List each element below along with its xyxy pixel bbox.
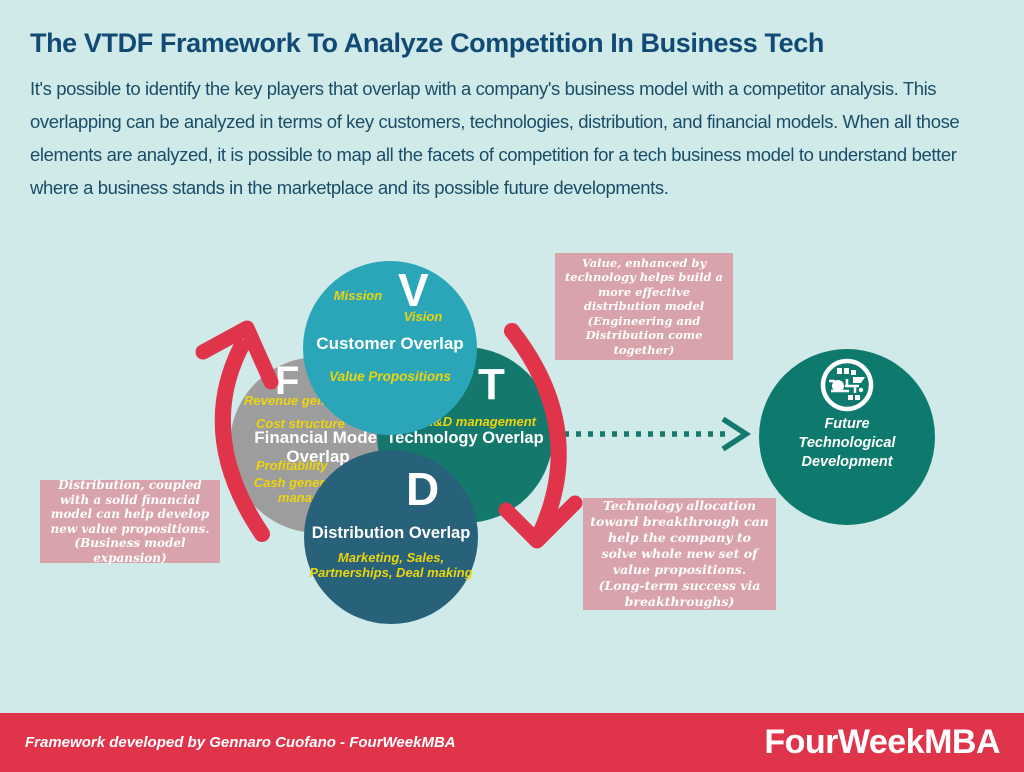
- label-vision: Vision: [403, 309, 443, 324]
- letter-t: T: [478, 360, 505, 409]
- label-profitability: Profitability: [256, 458, 328, 473]
- note-technology-breakthrough: Technology allocation toward breakthroug…: [583, 498, 776, 610]
- circuit-board-icon: [820, 358, 874, 412]
- note-technology-breakthrough-text: Technology allocation toward breakthroug…: [590, 498, 769, 609]
- customer-circle: Mission V Vision Customer Overlap Value …: [303, 261, 477, 435]
- distribution-circle: D Distribution Overlap Marketing, Sales,…: [304, 450, 478, 624]
- letter-v: V: [398, 264, 429, 316]
- financial-model-title: Financial Model Overlap: [254, 428, 382, 466]
- note-distribution-financial: Distribution, coupled with a solid finan…: [40, 478, 220, 565]
- label-value-propositions: Value Propositions: [329, 369, 451, 384]
- customer-title: Customer Overlap: [316, 334, 464, 353]
- note-value-distribution-text: Value, enhanced by technology helps buil…: [565, 255, 723, 357]
- dotted-future-arrow: [552, 416, 752, 452]
- intro-paragraph: It's possible to identify the key player…: [30, 78, 960, 198]
- future-development-circle: Future Technological Development: [759, 349, 935, 525]
- page-title: The VTDF Framework To Analyze Competitio…: [30, 28, 824, 58]
- label-cost-structure: Cost structure: [256, 416, 345, 431]
- footer-credit: Framework developed by Gennaro Cuofano -…: [25, 734, 456, 751]
- note-value-distribution: Value, enhanced by technology helps buil…: [555, 253, 733, 360]
- distribution-title: Distribution Overlap: [311, 524, 471, 542]
- note-distribution-financial-text: Distribution, coupled with a solid finan…: [50, 478, 210, 565]
- future-development-title: Future Technological Development: [798, 416, 896, 470]
- letter-f: F: [275, 359, 300, 403]
- fourweekmba-logo: FourWeekMBA: [764, 723, 1000, 761]
- letter-d: D: [406, 463, 440, 515]
- footer-bar: Framework developed by Gennaro Cuofano -…: [0, 713, 1024, 772]
- label-marketing-sales: Marketing, Sales, Partnerships, Deal mak…: [309, 550, 473, 580]
- label-mission: Mission: [333, 288, 383, 303]
